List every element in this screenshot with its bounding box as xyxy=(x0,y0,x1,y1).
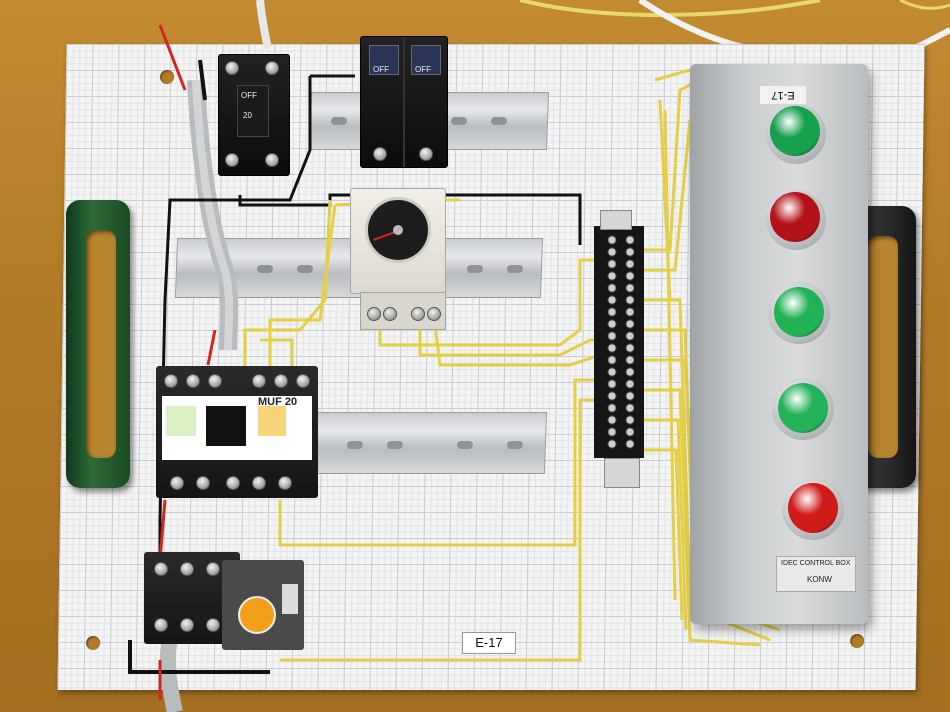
main-circuit-breaker[interactable]: OFF 20 xyxy=(218,54,290,176)
push-button-red[interactable] xyxy=(788,483,838,533)
contactor-model: MUF 20 xyxy=(258,396,298,408)
mount-hole xyxy=(86,636,101,650)
terminal-end-clamp-bottom xyxy=(604,458,640,488)
control-box-tag: E-17 xyxy=(760,86,806,104)
breaker-rating-label: 20 xyxy=(243,111,252,120)
pilot-lamp-red xyxy=(770,192,820,242)
fuse-holder-pair: OFF OFF xyxy=(360,36,448,168)
magnetic-contactor: MUF 20 xyxy=(156,366,318,498)
control-box-model: KONW xyxy=(807,575,832,584)
timer-dial[interactable] xyxy=(365,197,431,263)
push-button-green-1[interactable] xyxy=(774,287,824,337)
overload-dial[interactable] xyxy=(238,596,276,634)
contactor-label-plate: MUF 20 xyxy=(162,396,312,460)
mount-hole xyxy=(850,634,865,648)
pilot-lamp-green xyxy=(770,106,820,156)
overload-adjuster xyxy=(222,560,304,650)
control-box-nameplate: IDEC CONTROL BOX KONW xyxy=(776,556,856,592)
breaker-state-label: OFF xyxy=(241,91,257,100)
control-box: E-17 IDEC CONTROL BOX KONW xyxy=(690,64,868,624)
push-button-green-2[interactable] xyxy=(778,383,828,433)
mount-hole xyxy=(159,70,175,84)
din-rail-bottom xyxy=(304,412,548,474)
board-tag-label: E-17 xyxy=(462,632,516,654)
terminal-end-clamp-top xyxy=(600,210,632,230)
fuse-left-label: OFF xyxy=(373,65,389,74)
timer-relay[interactable] xyxy=(350,188,446,294)
left-carry-handle xyxy=(66,200,130,488)
timer-socket xyxy=(360,292,446,330)
control-box-brand: IDEC CONTROL BOX xyxy=(781,560,851,567)
fuse-right-label: OFF xyxy=(415,65,431,74)
terminal-block xyxy=(594,226,644,458)
